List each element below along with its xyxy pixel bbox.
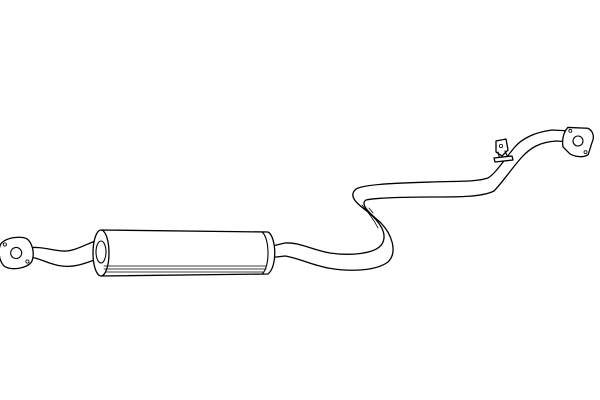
left-flange (0, 236, 34, 270)
front-pipe (27, 239, 101, 268)
muffler (92, 229, 276, 277)
right-flange (561, 126, 594, 158)
rear-pipe (267, 129, 574, 271)
hanger-bracket (493, 138, 514, 163)
